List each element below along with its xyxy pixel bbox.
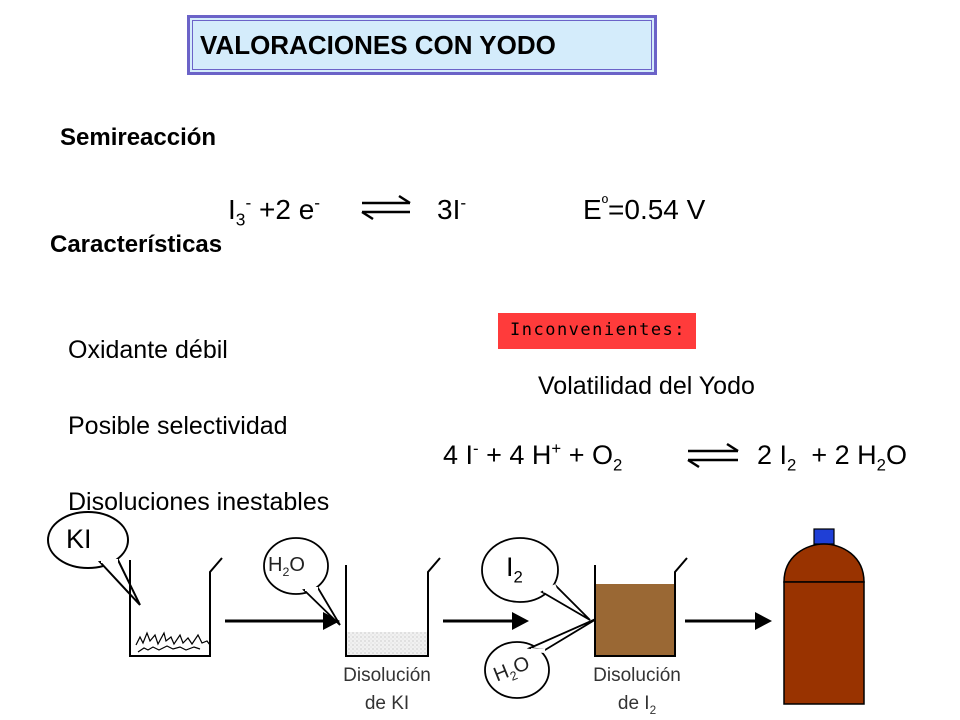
iodine-i: I (506, 552, 514, 582)
half-reaction-reactants: I3- +2 e- (228, 192, 321, 228)
standard-potential: Eº=0.54 V (583, 194, 705, 226)
beaker-ki-solution (345, 557, 441, 657)
iodine-callout-label: I2 (506, 552, 523, 587)
i2-caption-text: de I (617, 693, 650, 714)
process-arrow-3 (685, 612, 772, 630)
product: 3I (437, 194, 461, 225)
product-water: + 2 H (796, 440, 877, 470)
i2-solution-caption-line1: Disolución (593, 665, 681, 686)
product-superscript: - (460, 192, 467, 213)
product-iodine: 2 I (757, 440, 788, 470)
i2-solution-caption: Disolución de I2 (576, 662, 698, 718)
water-callout-tilted (484, 617, 599, 699)
semireaccion-heading: Semireacción (60, 124, 217, 151)
oxygen-subscript: 2 (612, 455, 623, 475)
process-arrow-2 (443, 612, 529, 630)
iodine-subscript: 2 (513, 567, 523, 587)
feature-selectividad: Posible selectividad (68, 412, 288, 440)
ki-solution-caption: Disolución de KI (327, 662, 447, 718)
page-title: VALORACIONES CON YODO (200, 30, 556, 60)
iodine-callout (481, 537, 591, 621)
oxidation-term-oxygen: + O (561, 440, 613, 470)
water-callout-label: H2O (268, 554, 305, 579)
potential-degree: º (601, 192, 609, 213)
potential-symbol: E (583, 194, 602, 225)
water-oxygen: O (885, 440, 907, 470)
beaker-ki-crystals (129, 557, 223, 657)
electrons: +2 e (251, 194, 315, 225)
inconvenientes-badge (498, 313, 696, 349)
iodine-subscript: 2 (787, 455, 797, 475)
inconvenientes-label: Inconvenientes: (510, 320, 687, 340)
ki-solution-caption-line1: Disolución (343, 665, 431, 686)
water-callout (263, 537, 341, 626)
ki-callout (47, 511, 141, 606)
volatility-text: Volatilidad del Yodo (538, 372, 755, 400)
title-box (187, 15, 657, 75)
process-arrow-1 (225, 612, 340, 630)
proton-charge: + (551, 439, 562, 458)
beaker-i2-solution (594, 557, 688, 657)
potential-value: =0.54 V (608, 194, 706, 225)
water-subscript: 2 (876, 455, 886, 475)
i2-caption-subscript: 2 (649, 703, 657, 717)
oxidation-reactants: 4 I- + 4 H+ + O2 (443, 439, 623, 475)
caracteristicas-heading: Características (50, 231, 223, 258)
iodide-charge: - (473, 439, 479, 458)
oxidation-term-proton: + 4 H (478, 440, 552, 470)
water-o: O (289, 554, 305, 576)
oxidation-term-iodide: 4 I (443, 440, 474, 470)
reactant-superscript: - (245, 192, 252, 213)
oxidation-products: 2 I2 + 2 H2O (757, 440, 907, 475)
i2-solution-caption-line2: de I2 (576, 690, 698, 718)
equilibrium-arrow-1 (361, 194, 411, 221)
ki-callout-label: KI (66, 524, 92, 554)
storage-bottle (783, 528, 865, 705)
water-h: H (268, 554, 283, 576)
equilibrium-arrow-2 (687, 442, 739, 469)
half-reaction-product: 3I- (437, 194, 466, 226)
electrons-superscript: - (314, 192, 321, 213)
feature-inestables: Disoluciones inestables (68, 488, 330, 516)
feature-oxidante: Oxidante débil (68, 336, 228, 364)
reactant: I (228, 194, 236, 225)
water-subscript: 2 (282, 565, 290, 579)
reactant-subscript: 3 (235, 209, 246, 230)
ki-solution-caption-line2: de KI (364, 693, 410, 714)
